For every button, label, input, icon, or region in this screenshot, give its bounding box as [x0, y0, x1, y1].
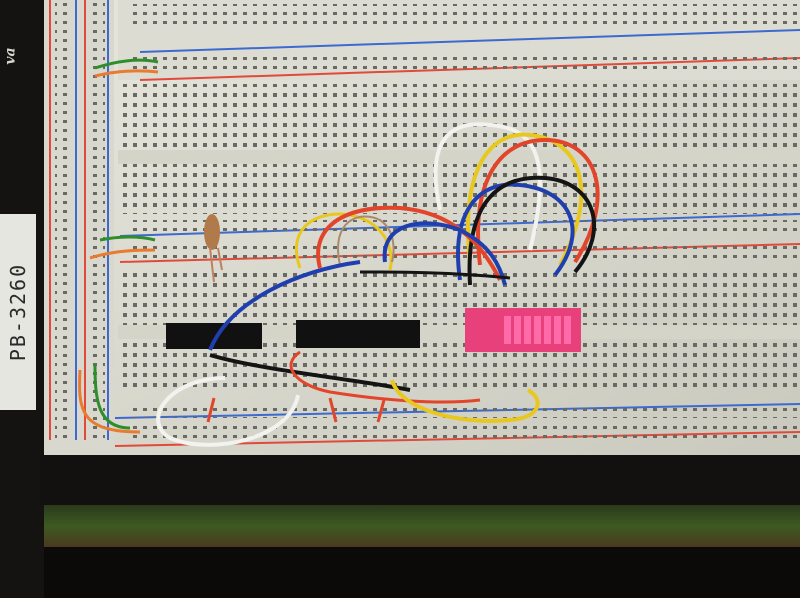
yellow-wire-top — [466, 132, 584, 266]
green-jumper-top — [94, 58, 159, 70]
ic-chip-right — [296, 320, 420, 348]
yellow-wire-bottom — [390, 379, 540, 423]
model-label-text: PB-3260 — [6, 262, 30, 362]
table-surface — [0, 505, 800, 547]
ceramic-capacitor — [204, 214, 220, 250]
white-wire-bottom — [156, 376, 300, 447]
led-bar-graph — [465, 308, 581, 352]
blue-wire-top — [456, 182, 575, 281]
model-label: PB-3260 — [0, 214, 36, 410]
brand-text-fragment: va — [2, 47, 19, 65]
white-wire — [433, 122, 542, 251]
red-wire-top — [476, 137, 600, 266]
black-wire-top — [467, 175, 597, 286]
